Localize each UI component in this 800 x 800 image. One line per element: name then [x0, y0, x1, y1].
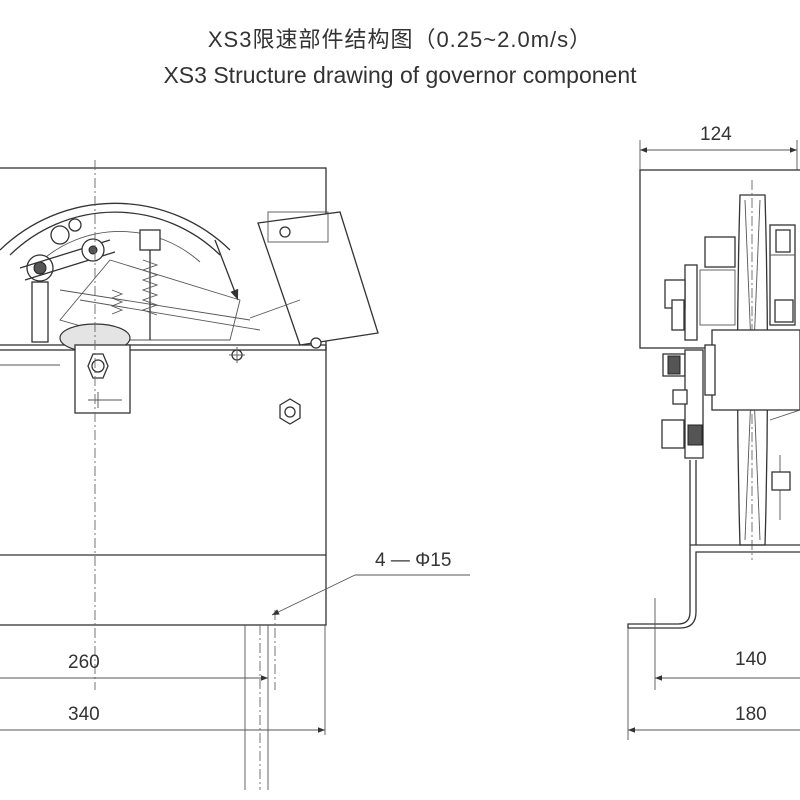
- front-sheave-arc: [0, 202, 231, 251]
- front-hole-dimension: 4 — Φ15: [375, 550, 451, 571]
- front-dim-340: 340: [68, 704, 100, 725]
- side-hub: [711, 329, 800, 411]
- side-view: 124: [627, 124, 800, 740]
- side-bracket: [627, 545, 800, 629]
- front-switch-box: [257, 211, 379, 346]
- front-view: 4 — Φ15 260 340: [0, 160, 470, 790]
- title-english: XS3 Structure drawing of governor compon…: [163, 62, 637, 88]
- side-bolt-lower: [661, 419, 685, 449]
- title-chinese: XS3限速部件结构图（0.25~2.0m/s）: [207, 27, 593, 52]
- front-base-plate: [0, 344, 327, 626]
- side-dim-124: 124: [700, 124, 732, 145]
- side-dim-180: 180: [735, 704, 767, 725]
- front-dim-260: 260: [68, 652, 100, 673]
- side-dim-140: 140: [735, 649, 767, 670]
